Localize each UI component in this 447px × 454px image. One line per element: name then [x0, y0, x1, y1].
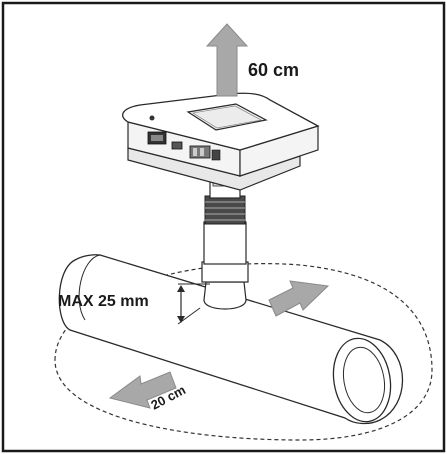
- sensor-housing: [122, 92, 320, 191]
- usb-port: [171, 141, 183, 150]
- vertical-clearance-label: 60 cm: [248, 60, 299, 80]
- led-indicator: [149, 115, 155, 121]
- pipe: [58, 254, 403, 425]
- left-arrow: [108, 371, 177, 409]
- up-arrow: [205, 23, 249, 97]
- sensor-stem: [201, 169, 249, 310]
- depth-dimension: [177, 283, 210, 325]
- max-depth-label: MAX 25 mm: [58, 293, 149, 310]
- pipe-end: [332, 337, 392, 423]
- right-arrow: [268, 280, 330, 317]
